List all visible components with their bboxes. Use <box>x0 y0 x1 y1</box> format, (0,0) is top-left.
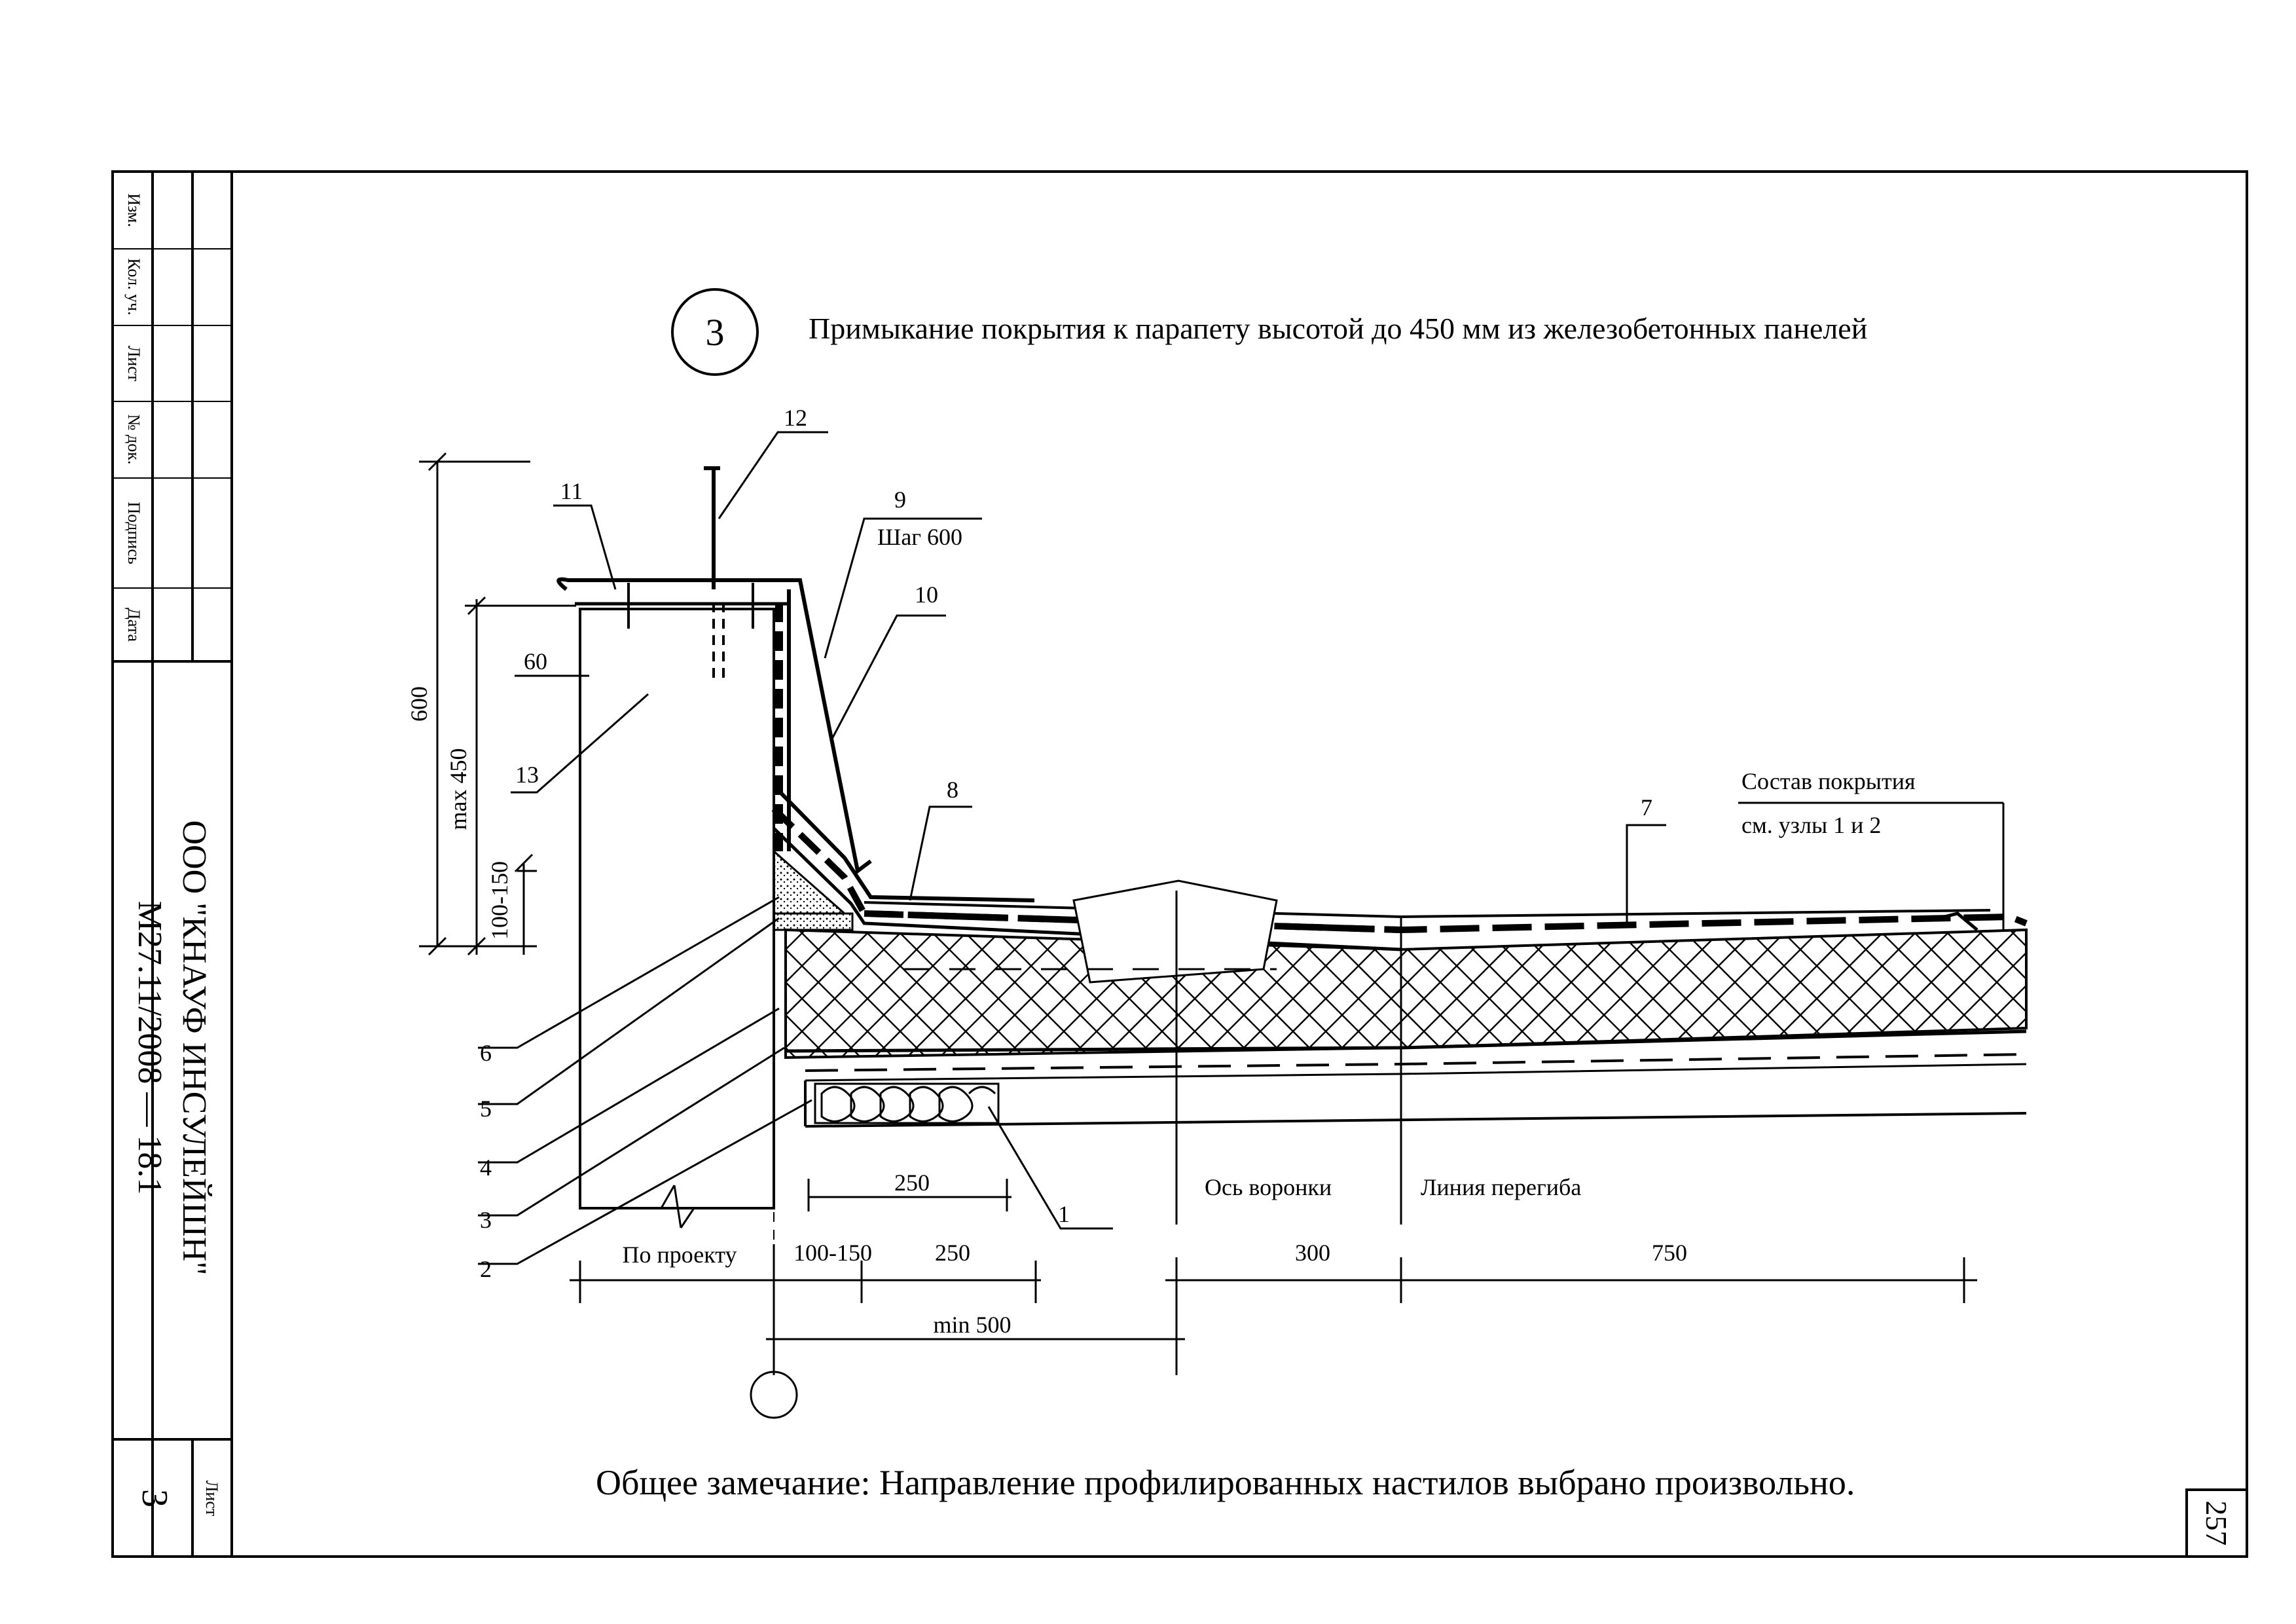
sheet-frame <box>111 170 2248 1558</box>
parapet-cap-flashing <box>556 466 872 875</box>
callout-1: 1 <box>1058 1201 1070 1227</box>
dim-by-project: По проекту <box>623 1242 737 1268</box>
funnel-grate <box>1072 879 1278 984</box>
dim-250-lower: 250 <box>935 1240 970 1266</box>
dim-min500: min 500 <box>933 1312 1011 1338</box>
mineral-wool-roll <box>814 1082 1000 1124</box>
dim-60: 60 <box>524 648 547 674</box>
callout-12: 12 <box>784 405 807 431</box>
callout-5: 5 <box>480 1096 492 1122</box>
callout-numbers: 12 11 9 10 13 8 7 6 5 4 3 2 1 <box>480 405 1652 1282</box>
roof-covering <box>864 901 2028 934</box>
callout-7: 7 <box>1641 794 1652 821</box>
bend-line-label: Линия перегиба <box>1421 1174 1581 1200</box>
dim-300: 300 <box>1295 1240 1330 1266</box>
callout-4: 4 <box>480 1154 492 1181</box>
stamp-label-date: Дата <box>124 608 143 642</box>
funnel-axis-label: Ось воронки <box>1205 1174 1332 1200</box>
insulation-layer <box>784 928 2028 1060</box>
step-label: Шаг 600 <box>877 524 962 550</box>
stamp-sheet-label: Лист <box>202 1481 221 1516</box>
composition-line1: Состав покрытия <box>1741 768 1916 794</box>
callout-8: 8 <box>947 777 958 803</box>
callout-2: 2 <box>480 1256 492 1282</box>
callout-9: 9 <box>894 487 906 513</box>
roof-edge-strip <box>773 912 854 931</box>
stamp-code: М27.11/2008 — 18.1 <box>131 901 168 1195</box>
callout-13: 13 <box>515 762 539 788</box>
stamp-sheet-number: 3 <box>134 1489 175 1507</box>
stamp-label-kol: Кол. уч. <box>124 258 143 315</box>
dimension-lines <box>419 452 1977 1375</box>
general-note: Общее замечание: Направление профилирова… <box>596 1463 1855 1502</box>
callout-6: 6 <box>480 1040 492 1066</box>
dim-100-150-horizontal: 100-150 <box>793 1240 872 1266</box>
dimension-labels: 600 max 450 100-150 60 250 По проекту 10… <box>406 648 1687 1338</box>
stamp-label-list: Лист <box>124 346 143 381</box>
dim-750: 750 <box>1652 1240 1687 1266</box>
stamp-label-doc: № док. <box>124 415 143 465</box>
callout-leaders <box>478 431 1666 1265</box>
dim-100-150-vertical: 100-150 <box>486 861 513 940</box>
drawing-title: Примыкание покрытия к парапету высотой д… <box>809 312 1867 345</box>
dim-600: 600 <box>406 686 432 722</box>
stamp-label-izm: Изм. <box>124 193 143 227</box>
axis-reference-circle <box>750 1371 798 1419</box>
callout-3: 3 <box>480 1207 492 1233</box>
node-number: 3 <box>706 311 725 354</box>
node-number-circle <box>671 288 759 376</box>
page-number: 257 <box>2200 1501 2233 1546</box>
stamp-label-sign: Подпись <box>124 502 143 564</box>
stamp-side-labels: Изм. Кол. уч. Лист № док. Подпись Дата <box>124 193 143 642</box>
parapet-panel <box>579 608 775 1228</box>
callout-11: 11 <box>560 478 583 504</box>
stamp-company: ООО "КНАУФ ИНСУЛЕЙШН" <box>175 820 213 1275</box>
dim-max450: max 450 <box>445 748 471 830</box>
composition-line2: см. узлы 1 и 2 <box>1741 812 1881 838</box>
dim-250-upper: 250 <box>894 1170 930 1196</box>
callout-10: 10 <box>915 581 938 608</box>
